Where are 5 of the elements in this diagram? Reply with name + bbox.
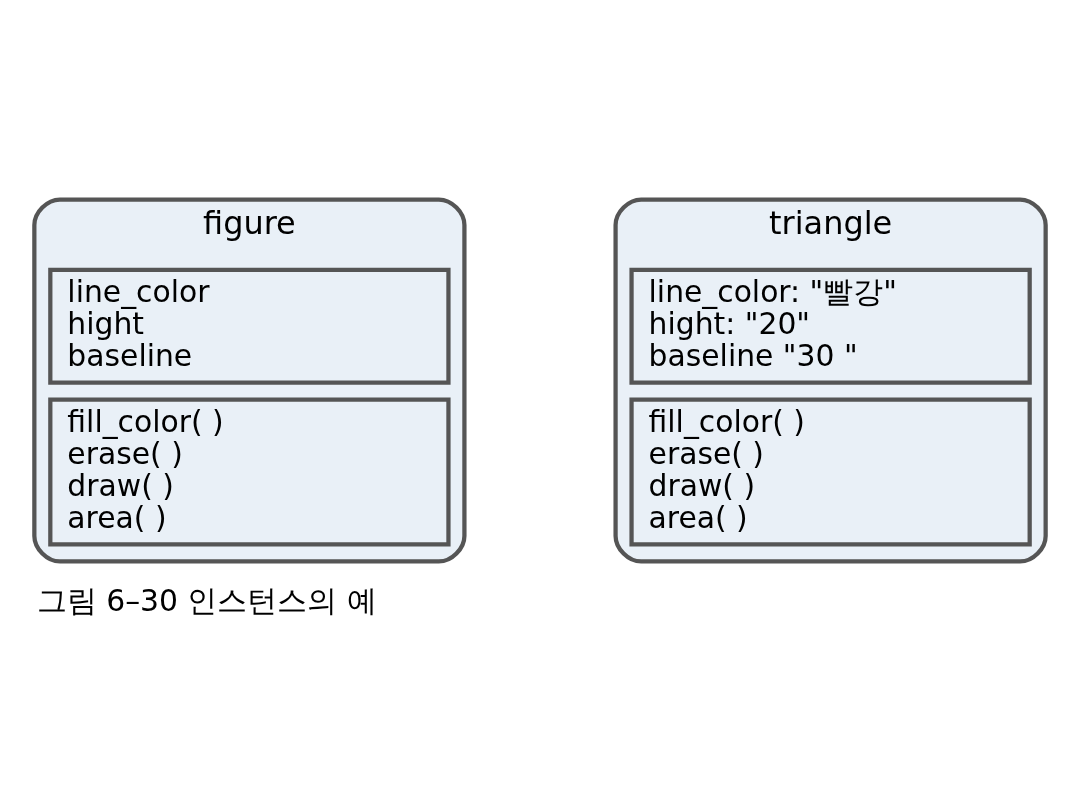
node-box: line_color hight baseline (48, 267, 451, 385)
node-box: line_color: "빨강" hight: "20" baseline "30 " (629, 267, 1032, 385)
node-box: fill_color( ) erase( ) draw( ) area( ) (629, 397, 1032, 547)
node-box: fill_color( ) erase( ) draw( ) area( ) (48, 397, 451, 547)
caption: 그림 6–30 인스턴스의 예 (36, 582, 377, 618)
